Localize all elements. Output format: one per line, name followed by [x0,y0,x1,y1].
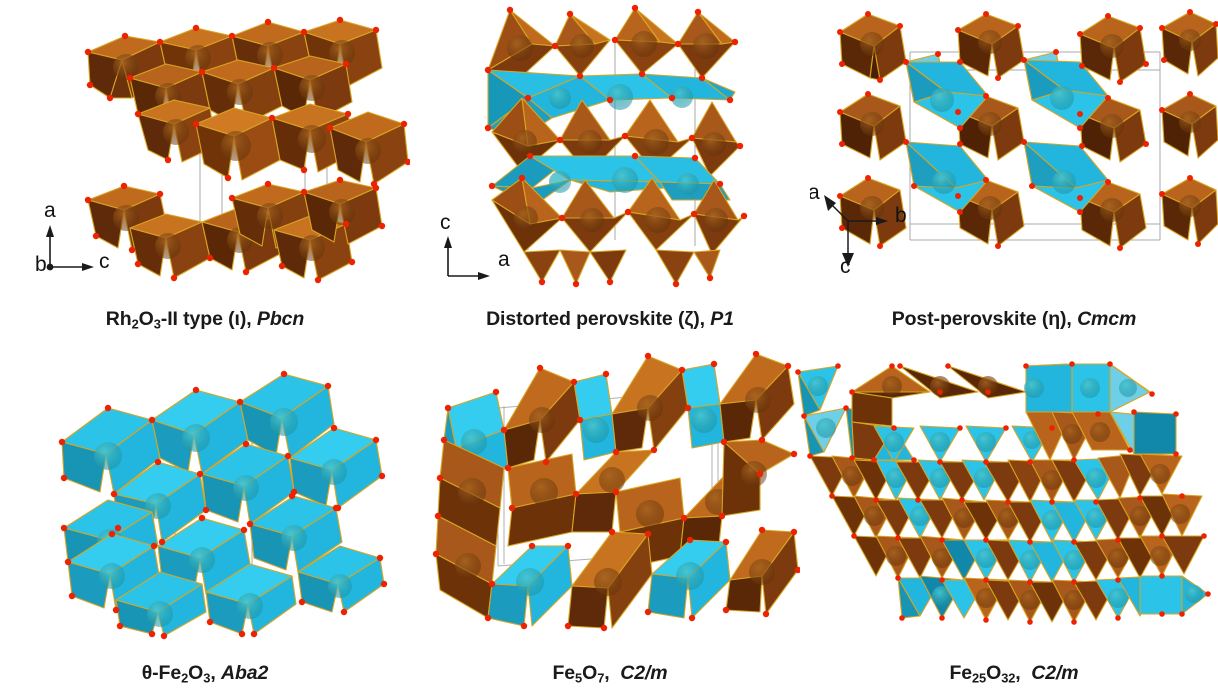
caption-formula-fe25o32: Fe25O32, [949,662,1021,686]
space-group-p2: P1 [710,308,734,330]
structure-theta-fe2o3 [58,370,388,640]
panel-fe25o32: b a [790,350,1218,650]
structure-fe25o32 [795,361,1211,625]
panel-fe5o7: b c a [400,350,800,650]
axis-label-a-p3: a [810,181,820,204]
axis-label-c-p2: c [440,211,451,234]
caption-text-p2: Distorted perovskite (ζ), [486,308,705,330]
space-group-p1: Pbcn [256,308,305,330]
axis-label-a-p1: a [44,199,56,222]
caption-formula-theta-fe2o3: θ-Fe2O3, [141,662,216,686]
caption-formula-fe5o7: Fe5O7, [552,662,610,686]
axis-label-c-p3: c [840,255,851,278]
space-group-p5: C2/m [620,662,668,684]
caption-rh2o3-ii: Rh2O3-II type (ι), Pbcn [0,308,410,332]
structure-rh2o3-ii [84,16,410,284]
axis-label-b-p1: b [35,253,47,276]
structure-post-perovskite [837,9,1218,251]
caption-distorted-perovskite: Distorted perovskite (ζ), P1 [410,308,810,330]
panel-rh2o3-ii: a b c [0,0,410,295]
caption-post-perovskite: Post-perovskite (η), Cmcm [810,308,1218,330]
caption-text-p3: Post-perovskite (η), [891,308,1072,330]
caption-fe25o32: Fe25O32, C2/m [810,662,1218,686]
space-group-p3: Cmcm [1077,308,1137,330]
panel-post-perovskite: a b c [810,0,1218,295]
space-group-p6: C2/m [1031,662,1079,684]
panel-distorted-perovskite: c a [410,0,810,295]
panel-theta-fe2o3: a b c [0,350,410,650]
caption-fe5o7: Fe5O7, C2/m [410,662,810,686]
structure-distorted-perovskite [484,4,748,288]
caption-theta-fe2o3: θ-Fe2O3, Aba2 [0,662,410,686]
axis-label-b-p3: b [895,204,907,227]
axis-label-c-p1: c [99,250,110,273]
space-group-p4: Aba2 [220,662,269,684]
structure-fe5o7 [432,350,800,632]
axis-label-a-p2: a [498,248,510,271]
caption-formula-rh2o3: Rh2O3-II type (ι), [105,308,252,332]
